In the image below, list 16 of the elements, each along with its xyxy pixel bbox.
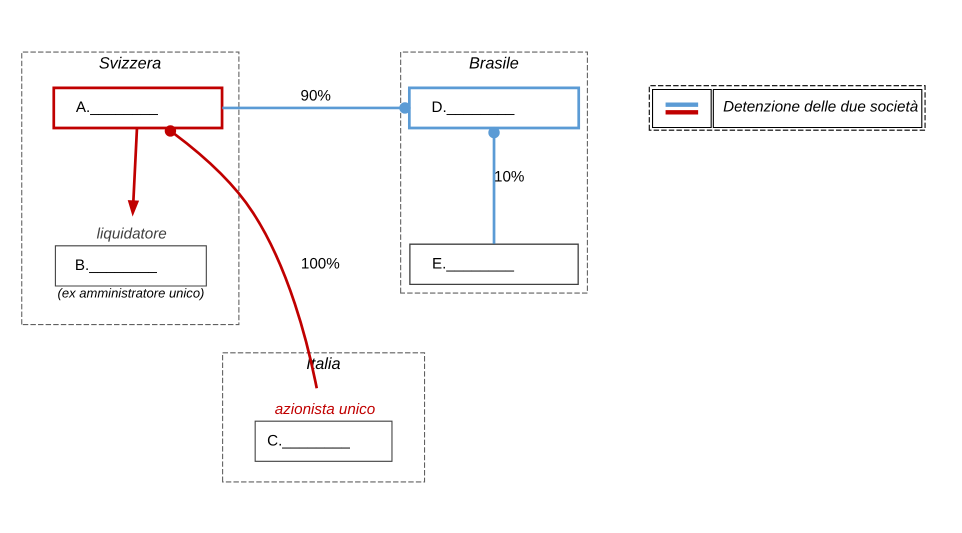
node-box: A.________ (52, 86, 224, 129)
node-label: liquidatore (96, 224, 167, 242)
legend-label: Detenzione delle due società (723, 98, 918, 115)
edge-label: 10% (494, 168, 524, 185)
node-box: D.________ (408, 86, 580, 129)
connector (164, 124, 318, 388)
node-label: azionista unico (274, 400, 376, 418)
node-box: C.________ (254, 420, 393, 462)
edge-label: 100% (300, 254, 340, 272)
node-box: B.________ (54, 244, 207, 286)
edge-label: 90% (300, 87, 331, 104)
connector (488, 126, 500, 244)
node-label: (ex amministratore unico) (58, 285, 204, 300)
connector (222, 102, 411, 114)
arrow (128, 128, 140, 216)
node-box: E.________ (409, 243, 579, 285)
